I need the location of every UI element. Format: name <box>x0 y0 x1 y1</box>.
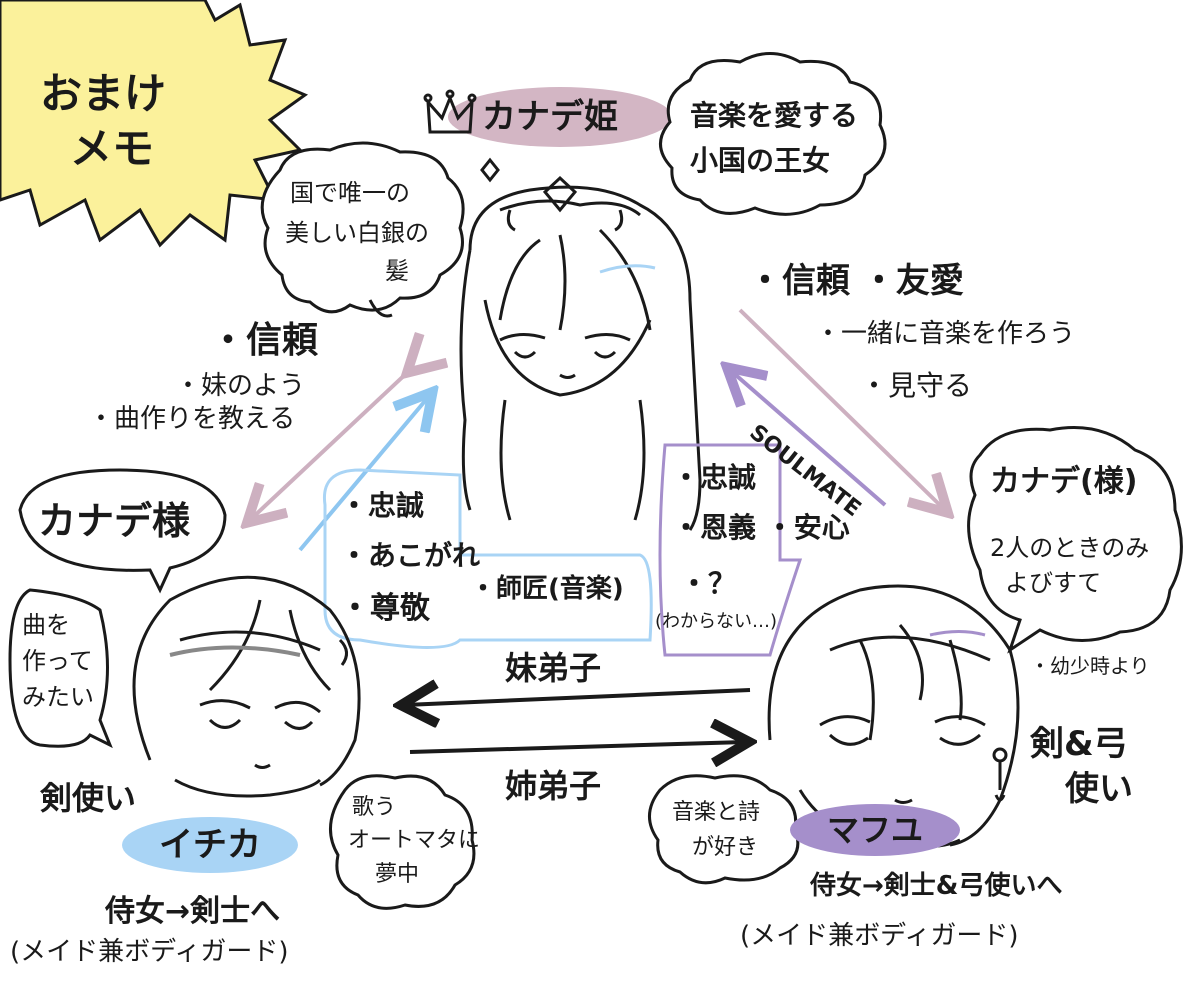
kanade-hair-line3: 髪 <box>385 257 409 285</box>
kanade-name: カナデ姫 <box>482 97 618 137</box>
mafuyu-hobby-line1: 音楽と詩 <box>672 800 761 825</box>
ichika-role-line2: (メイド兼ボディガード) <box>10 937 289 967</box>
kanade-to-ichika-line3: ・曲作りを教える <box>88 404 296 434</box>
ichika-wish-line2: 作って <box>22 647 93 675</box>
ichika-hobby-cloud <box>328 774 476 910</box>
kanade-desc-line1: 音楽を愛する <box>690 99 859 132</box>
kanade-hair-cloud <box>260 141 465 314</box>
mafuyu-note: ・幼少時より <box>1030 654 1150 678</box>
mafuyu-to-kanade-line1: ・忠誠 <box>672 461 757 494</box>
ichika-hobby-line2: オートマタに <box>348 828 481 853</box>
arrow-lower-label: 姉弟子 <box>505 767 602 805</box>
ichika-hobby-line3: 夢中 <box>375 862 420 887</box>
kanade-to-mafuyu-line2: ・一緒に音楽を作ろう <box>815 319 1076 349</box>
kanade-hair-line2: 美しい白銀の <box>285 219 429 247</box>
kanade-to-ichika-line1: ・信頼 <box>210 320 319 361</box>
ichika-speech: カナデ様 <box>38 499 191 543</box>
omake-title-line1: おまけ <box>40 69 167 118</box>
ichika-wish-line3: みたい <box>22 683 94 711</box>
ichika-to-kanade-line4: ・師匠(音楽) <box>470 574 624 604</box>
omake-burst <box>0 0 309 248</box>
mafuyu-to-kanade-line3: ・？ <box>680 567 737 600</box>
kanade-figure <box>459 157 702 531</box>
mafuyu-name: マフユ <box>826 811 923 849</box>
ichika-weapon: 剣使い <box>40 779 137 817</box>
kanade-to-mafuyu-line1: ・信頼 ・友愛 <box>748 261 964 301</box>
mafuyu-hobby-cloud <box>648 774 800 885</box>
ichika-figure <box>132 575 361 798</box>
mafuyu-weapon-line2: 使い <box>1065 769 1133 809</box>
mafuyu-speech-line2: 2人のときのみ <box>990 534 1150 562</box>
ichika-name-pill <box>122 817 298 873</box>
mafuyu-hobby-line2: が好き <box>692 835 759 860</box>
arrow-mafuyu-kanade <box>730 370 887 507</box>
mafuyu-role-line1: 侍女→剣士&弓使いへ <box>810 871 1063 901</box>
mafuyu-feelings-box <box>658 443 803 657</box>
mafuyu-name-pill <box>790 804 960 856</box>
mafuyu-speech-cloud <box>967 426 1183 654</box>
crown-icon <box>423 89 477 134</box>
mafuyu-to-kanade-line4: (わからない…) <box>655 611 778 632</box>
mafuyu-speech-line1: カナデ(様) <box>990 464 1138 499</box>
ichika-role-line1: 侍女→剣士へ <box>105 894 281 929</box>
ichika-name: イチカ <box>159 825 261 865</box>
kanade-desc-line2: 小国の王女 <box>690 144 831 177</box>
ichika-to-kanade-line3: ・尊敬 <box>340 591 430 626</box>
arrow-lower <box>409 742 745 752</box>
kanade-name-pill <box>448 87 672 147</box>
kanade-hair-line1: 国で唯一の <box>290 179 410 207</box>
ichika-speech-bubble <box>18 468 227 594</box>
omake-title-line2: メモ <box>70 124 155 173</box>
ichika-to-kanade-line1: ・忠誠 <box>340 489 425 522</box>
ichika-wish-bubble <box>8 588 113 749</box>
arrow-kanade-ichika <box>250 370 410 520</box>
ichika-wish-line1: 曲を <box>22 611 70 639</box>
arrow-ichika-kanade <box>298 395 430 552</box>
ichika-hobby-line1: 歌う <box>352 795 397 820</box>
mafuyu-speech-line3: よびすて <box>1005 569 1102 597</box>
arrow-kanade-mafuyu <box>738 308 945 510</box>
ichika-to-kanade-line2: ・あこがれ <box>340 539 481 572</box>
mafuyu-weapon-line1: 剣&弓 <box>1030 724 1128 764</box>
arrow-upper-label: 妹弟子 <box>505 649 602 687</box>
kanade-desc-cloud <box>659 52 887 216</box>
kanade-to-ichika-line2: ・妹のよう <box>175 371 306 401</box>
mafuyu-role-line2: (メイド兼ボディガード) <box>740 921 1019 951</box>
mafuyu-to-kanade-line2: ・恩義 ・安心 <box>672 511 850 544</box>
kanade-to-mafuyu-line3: ・見守る <box>860 369 973 402</box>
arrow-upper <box>405 690 751 705</box>
